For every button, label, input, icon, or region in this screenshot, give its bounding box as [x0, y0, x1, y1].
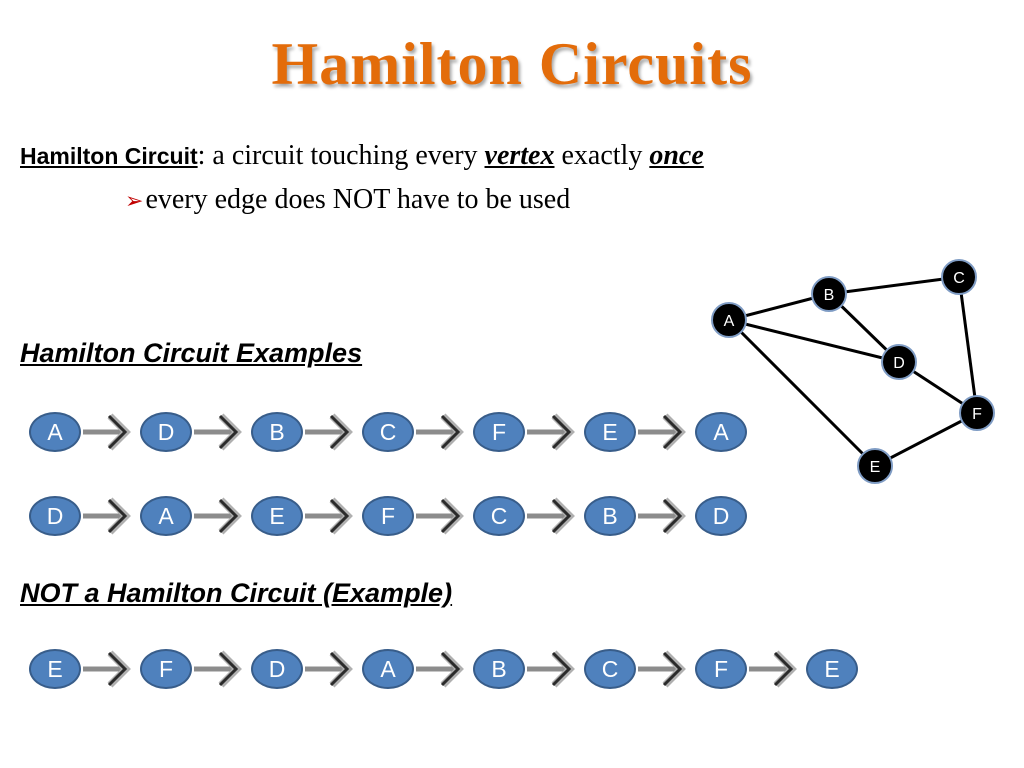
- graph-vertex-A: A: [711, 302, 747, 338]
- chevron-right-arrow-icon: [749, 650, 797, 688]
- definition-emphasis-vertex: vertex: [484, 140, 555, 171]
- vertex-node: B: [251, 412, 303, 452]
- vertex-node: B: [584, 496, 636, 536]
- vertex-node: E: [584, 412, 636, 452]
- chevron-right-arrow-icon: [83, 413, 131, 451]
- graph-vertex-F: F: [959, 395, 995, 431]
- vertex-node: A: [29, 412, 81, 452]
- graph-vertex-E: E: [857, 448, 893, 484]
- graph-vertex-D: D: [881, 344, 917, 380]
- vertex-node: C: [473, 496, 525, 536]
- chevron-right-arrow-icon: [194, 650, 242, 688]
- vertex-node: A: [140, 496, 192, 536]
- graph-edge-AE: [727, 318, 877, 468]
- vertex-node: F: [140, 649, 192, 689]
- definition-emphasis-once: once: [649, 140, 704, 171]
- graph-vertex-label: C: [953, 270, 965, 287]
- graph-vertex-label: F: [972, 406, 982, 423]
- vertex-node: E: [806, 649, 858, 689]
- chevron-right-arrow-icon: [305, 497, 353, 535]
- page-title: Hamilton Circuits: [271, 31, 753, 97]
- vertex-node: A: [362, 649, 414, 689]
- bullet-text: every edge does NOT have to be used: [145, 184, 571, 215]
- graph-vertex-label: D: [893, 355, 905, 372]
- graph-diagram: A B C D E F: [711, 259, 995, 484]
- chevron-right-arrow-icon: [416, 413, 464, 451]
- graph-vertex-B: B: [811, 276, 847, 312]
- vertex-node: C: [584, 649, 636, 689]
- graph-edge-AD: [728, 318, 900, 364]
- graph-edge-CF: [957, 276, 979, 414]
- chevron-right-arrow-icon: [305, 413, 353, 451]
- vertex-node: F: [362, 496, 414, 536]
- vertex-node: F: [473, 412, 525, 452]
- vertex-node: D: [29, 496, 81, 536]
- chevron-right-arrow-icon: [527, 650, 575, 688]
- definition-text: : a circuit touching every: [197, 140, 485, 171]
- chevron-right-arrow-icon: [416, 650, 464, 688]
- vertex-node: D: [140, 412, 192, 452]
- chevron-right-arrow-icon: [638, 650, 686, 688]
- graph-edge-BC: [828, 275, 960, 296]
- chevron-right-arrow-icon: [527, 497, 575, 535]
- chevron-right-arrow-icon: [83, 497, 131, 535]
- chevron-right-arrow-icon: [638, 497, 686, 535]
- graph-vertex-label: B: [824, 287, 835, 304]
- graph-vertex-label: E: [870, 459, 881, 476]
- chevron-right-arrow-icon: [305, 650, 353, 688]
- vertex-node: A: [695, 412, 747, 452]
- vertex-node: C: [362, 412, 414, 452]
- vertex-node: F: [695, 649, 747, 689]
- graph-edge-EF: [874, 411, 978, 468]
- chevron-right-arrow-icon: [527, 413, 575, 451]
- graph-vertex-label: A: [724, 313, 735, 330]
- vertex-node: D: [251, 649, 303, 689]
- vertex-node: E: [29, 649, 81, 689]
- chevron-right-arrow-icon: [638, 413, 686, 451]
- chevron-right-arrow-icon: [194, 413, 242, 451]
- vertex-node: D: [695, 496, 747, 536]
- chevron-right-arrow-icon: [194, 497, 242, 535]
- definition-line: Hamilton Circuit: a circuit touching eve…: [20, 140, 704, 172]
- arrow-bullet-icon: ➢: [125, 188, 144, 213]
- graph-vertex-C: C: [941, 259, 977, 295]
- vertex-node: B: [473, 649, 525, 689]
- bullet-line: ➢every edge does NOT have to be used: [125, 184, 570, 216]
- examples-heading: Hamilton Circuit Examples: [20, 338, 363, 368]
- definition-middle-text: exactly: [554, 140, 650, 171]
- chevron-right-arrow-icon: [416, 497, 464, 535]
- chevron-right-arrow-icon: [83, 650, 131, 688]
- definition-term: Hamilton Circuit: [20, 143, 198, 169]
- vertex-node: E: [251, 496, 303, 536]
- not-example-heading: NOT a Hamilton Circuit (Example): [20, 578, 453, 608]
